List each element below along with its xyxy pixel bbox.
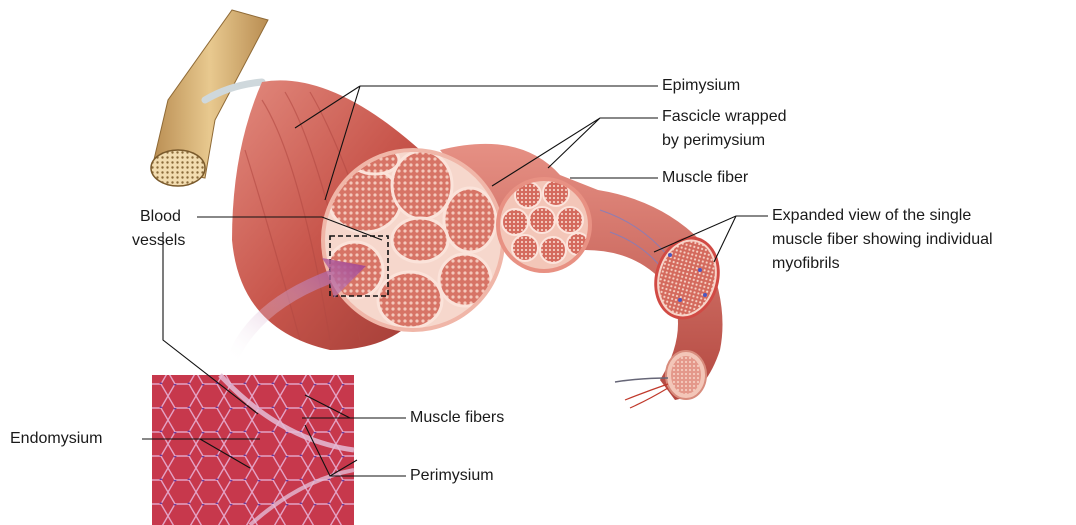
- label-muscle-fibers: Muscle fibers: [410, 407, 504, 429]
- label-fascicle-line2: by perimysium: [662, 130, 765, 152]
- label-expanded-line2: muscle fiber showing individual: [772, 229, 993, 251]
- label-epimysium: Epimysium: [662, 75, 740, 97]
- label-expanded-line1: Expanded view of the single: [772, 205, 971, 227]
- label-muscle-fiber: Muscle fiber: [662, 167, 748, 189]
- label-blood-line1: Blood: [140, 206, 181, 228]
- label-expanded-line3: myofibrils: [772, 253, 840, 275]
- label-perimysium: Perimysium: [410, 465, 494, 487]
- label-endomysium: Endomysium: [10, 428, 102, 450]
- histology-micrograph: [152, 375, 354, 525]
- label-blood-line2: vessels: [132, 230, 185, 252]
- label-fascicle-line1: Fascicle wrapped: [662, 106, 787, 128]
- fascicle-cross-section: [496, 177, 592, 273]
